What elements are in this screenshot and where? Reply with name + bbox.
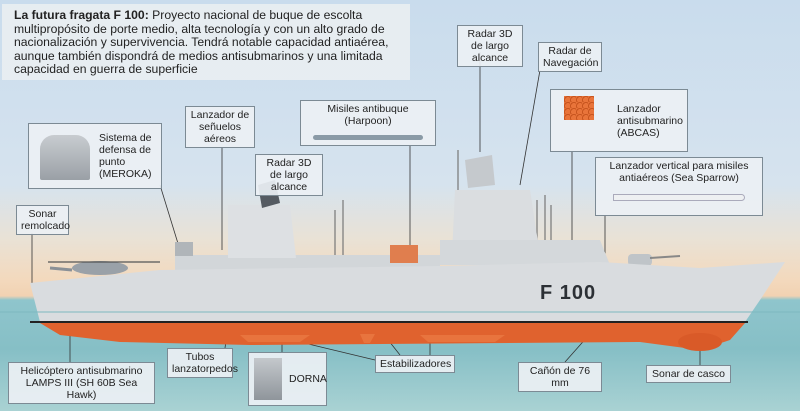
- waterline: [0, 311, 800, 313]
- dorna-icon: [254, 358, 282, 400]
- hull-number: F 100: [540, 282, 597, 304]
- intro-body: Proyecto nacional de buque de escolta mu…: [14, 8, 389, 76]
- harpoon-text: Misiles antibuque (Harpoon): [327, 103, 409, 127]
- label-radar3d-small: Radar 3D de largo alcance: [255, 154, 323, 196]
- stabilizers: [240, 334, 505, 343]
- meroka-icon: [40, 135, 90, 180]
- intro-title: La futura fragata F 100:: [14, 8, 149, 22]
- meroka-mount: [175, 242, 193, 256]
- hull-upper: [30, 262, 785, 322]
- helicopter: [48, 261, 160, 275]
- label-senuelos: Lanzador de señuelos aéreos: [185, 106, 255, 148]
- masts: [334, 150, 552, 255]
- label-canon: Cañón de 76 mm: [518, 362, 602, 392]
- dorna-text: DORNA: [289, 373, 327, 385]
- meroka-text: Sistema de defensa de punto (MEROKA): [99, 132, 152, 180]
- label-sonar-remolcado: Sonar remolcado: [16, 205, 70, 235]
- abcas-launcher-icon: [564, 96, 594, 120]
- label-harpoon: Misiles antibuque (Harpoon): [300, 100, 436, 146]
- label-radar3d-main: Radar 3D de largo alcance: [457, 25, 523, 67]
- harpoon-launchers: [390, 245, 418, 263]
- abcas-text: Lanzador antisubmarino (ABCAS): [617, 102, 683, 139]
- sea-sparrow-missile-icon: [613, 194, 745, 201]
- label-estabilizadores: Estabilizadores: [375, 355, 455, 373]
- sea-sparrow-text: Lanzador vertical para misiles antiaéreo…: [609, 160, 749, 184]
- label-helicoptero: Helicóptero antisubmarino LAMPS III (SH …: [8, 362, 155, 404]
- label-tubos: Tubos lanzatorpedos: [167, 348, 238, 378]
- gun-76mm: [628, 254, 652, 266]
- intro-text-box: La futura fragata F 100: Proyecto nacion…: [2, 4, 410, 80]
- label-sonar-casco: Sonar de casco: [646, 365, 731, 383]
- hull-lower: [40, 323, 745, 350]
- label-meroka: Sistema de defensa de punto (MEROKA): [28, 123, 162, 189]
- superstructure: [175, 155, 681, 270]
- harpoon-missile-icon: [313, 135, 423, 140]
- label-radar-navegacion: Radar de Navegación: [538, 42, 602, 72]
- sonar-dome: [678, 333, 722, 351]
- label-sea-sparrow: Lanzador vertical para misiles antiaéreo…: [595, 157, 763, 216]
